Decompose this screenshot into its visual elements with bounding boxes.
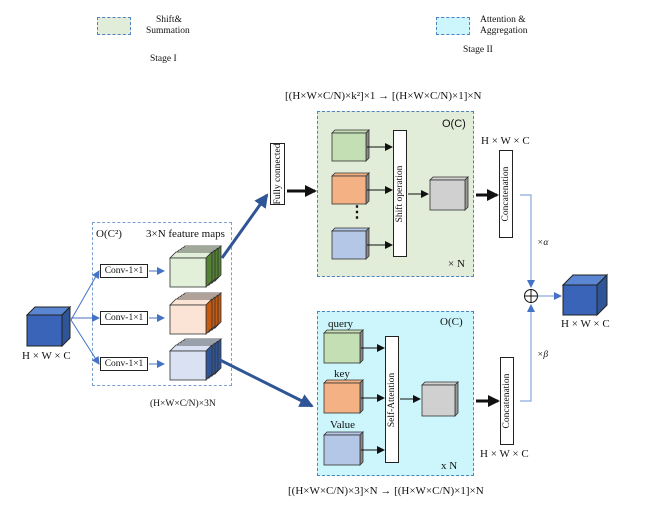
attention-input-cube-1 [323, 329, 364, 364]
feature-map-layer [169, 251, 213, 288]
projection-complexity: O(C²) [96, 228, 122, 240]
attention-bottom-formula: [(H×W×C/N)×3]×N → [(H×W×C/N)×1]×N [288, 485, 484, 497]
concat-bottom-dims: H × W × C [480, 448, 529, 460]
conv-1x1-box-1: Conv-1×1 [100, 264, 148, 278]
legend-stage1-title: Stage I [150, 54, 177, 64]
feature-maps-label: 3×N feature maps [146, 228, 225, 240]
attention-module-repeat: x N [441, 460, 458, 472]
attention-module-complexity: O(C) [440, 316, 463, 328]
legend-label-stage1: Shift& Summation [146, 15, 190, 37]
attention-input-cube-3 [323, 431, 364, 466]
legend-stage1-line1: Shift& [156, 15, 182, 25]
feature-map-layer [169, 344, 213, 381]
legend-stage1-line2: Summation [146, 26, 190, 36]
feature-map-stack-1 [169, 245, 222, 288]
conv-1x1-box-3: Conv-1×1 [100, 357, 148, 371]
fully-connected-block: Fully connected [270, 143, 285, 205]
input-to-conv1-arrow [70, 270, 100, 321]
attention-input-value: Value [330, 419, 356, 431]
shift-operation-block: Shift operation [393, 130, 407, 257]
stack-to-attention-arrow [219, 358, 314, 408]
self-attention-block: Self-Attention [385, 336, 399, 463]
shift-module-repeat: × N [448, 258, 465, 270]
attention-input-key: key [334, 368, 350, 380]
concat-top-block: Concatenation [499, 150, 513, 238]
shift-input-cube-2 [331, 172, 370, 205]
shift-input-cube-1 [331, 129, 370, 162]
concat-bottom-to-sum-line [520, 304, 535, 402]
legend-stage2-line1: Attention & [480, 15, 526, 25]
feature-map-layer [169, 298, 213, 335]
output-cube [561, 273, 609, 317]
legend-stage2-line2: Aggregation [480, 26, 528, 36]
shift-module-complexity: O(C) [442, 118, 466, 130]
shift-output-cube [429, 176, 469, 211]
input-dims-label: H × W × C [22, 350, 71, 362]
input-cube [25, 305, 72, 348]
feature-map-stack-3 [169, 338, 222, 381]
input-to-conv3-arrow [70, 319, 100, 365]
attention-input-cube-2 [323, 379, 364, 414]
projection-output-formula: (H×W×C/N)×3N [150, 399, 216, 409]
shift-top-formula: [(H×W×C/N)×k²]×1 → [(H×W×C/N)×1]×N [285, 90, 482, 102]
conv-1x1-box-2: Conv-1×1 [100, 311, 148, 325]
sum-operator-icon [524, 289, 538, 303]
concat-top-dims: H × W × C [481, 135, 530, 147]
legend-swatch-stage1 [97, 17, 131, 35]
feature-map-stack-2 [169, 292, 222, 335]
legend-label-stage2: Attention & Aggregation [480, 15, 528, 37]
ellipsis-icon: ⋮ [349, 204, 365, 221]
concat-bottom-block: Concatenation [500, 357, 514, 445]
legend-stage2-title: Stage II [463, 45, 493, 55]
shift-input-cube-3 [331, 227, 370, 260]
attention-input-query: query [328, 318, 354, 330]
stack-to-fc-arrow [220, 193, 269, 259]
concat-top-to-sum-line [520, 194, 535, 288]
attention-output-cube [421, 381, 459, 417]
projection-container [92, 222, 232, 386]
beta-weight-label: ×β [537, 350, 549, 360]
legend-swatch-stage2 [436, 17, 470, 35]
alpha-weight-label: ×α [537, 238, 549, 248]
output-dims-label: H × W × C [561, 318, 610, 330]
